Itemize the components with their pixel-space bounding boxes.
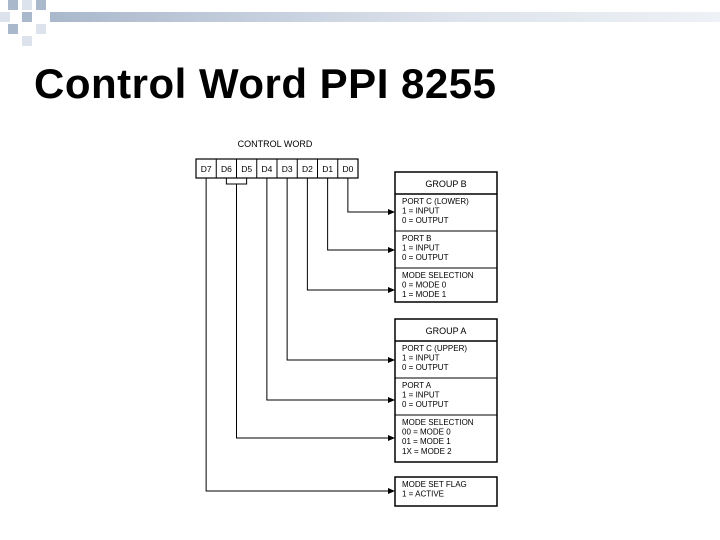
entry-line: 1X = MODE 2 (402, 447, 452, 456)
decor-square (22, 0, 32, 10)
bit-connectors (205, 178, 395, 494)
group-title: GROUP B (425, 179, 466, 189)
entry-line: 1 = INPUT (402, 207, 440, 216)
decor-square (8, 0, 18, 10)
bit-label-d5: D5 (241, 164, 252, 174)
entry-line: MODE SET FLAG (402, 480, 467, 489)
box-frame (394, 476, 498, 507)
bit-label-d2: D2 (302, 164, 313, 174)
entry-line: 01 = MODE 1 (402, 437, 451, 446)
bit-label-d0: D0 (342, 164, 353, 174)
entry-line: 0 = OUTPUT (402, 253, 449, 262)
decor-square (36, 24, 46, 34)
entry-line: 0 = OUTPUT (402, 216, 449, 225)
entry-line: PORT C (LOWER) (402, 197, 469, 206)
bit-label-d3: D3 (282, 164, 293, 174)
entry-line: 0 = MODE 0 (402, 281, 447, 290)
box-frame (394, 318, 498, 463)
entry-line: 0 = OUTPUT (402, 363, 449, 372)
bit-label-d4: D4 (261, 164, 272, 174)
slide-title: Control Word PPI 8255 (34, 60, 497, 107)
entry-line: PORT A (402, 381, 432, 390)
connector-d4 (266, 178, 395, 403)
connector-d2 (306, 178, 395, 293)
bit-label-d1: D1 (322, 164, 333, 174)
entry-line: 1 = INPUT (402, 354, 440, 363)
connector-d7 (205, 178, 395, 494)
entry-line: PORT B (402, 234, 432, 243)
bit-label-d6: D6 (221, 164, 232, 174)
connector-d6-d5-bracket (225, 178, 248, 185)
connector-d6-d5 (236, 184, 395, 441)
connector-d3 (286, 178, 395, 363)
connector-d1 (327, 178, 395, 253)
decor-square (8, 24, 18, 34)
entry-line: MODE SELECTION (402, 418, 474, 427)
entry-line: 1 = INPUT (402, 244, 440, 253)
decor-square (0, 12, 10, 22)
entry-line: 1 = MODE 1 (402, 290, 447, 299)
entry-line: PORT C (UPPER) (402, 344, 467, 353)
decor-square (36, 0, 46, 10)
decor-bar (50, 12, 720, 22)
decor-square (22, 12, 32, 22)
entry-line: 1 = INPUT (402, 391, 440, 400)
bit-label-d7: D7 (201, 164, 212, 174)
entry-line: 1 = ACTIVE (402, 490, 444, 499)
entry-line: 00 = MODE 0 (402, 428, 451, 437)
group-title: GROUP A (426, 326, 467, 336)
control-word-header: CONTROL WORD (238, 139, 313, 149)
entry-line: 0 = OUTPUT (402, 400, 449, 409)
entry-line: MODE SELECTION (402, 271, 474, 280)
decor-square (22, 36, 32, 46)
bit-register: D7 D6 D5 D4 D3 D2 D1 D0 (195, 158, 359, 179)
connector-d0 (347, 178, 395, 215)
